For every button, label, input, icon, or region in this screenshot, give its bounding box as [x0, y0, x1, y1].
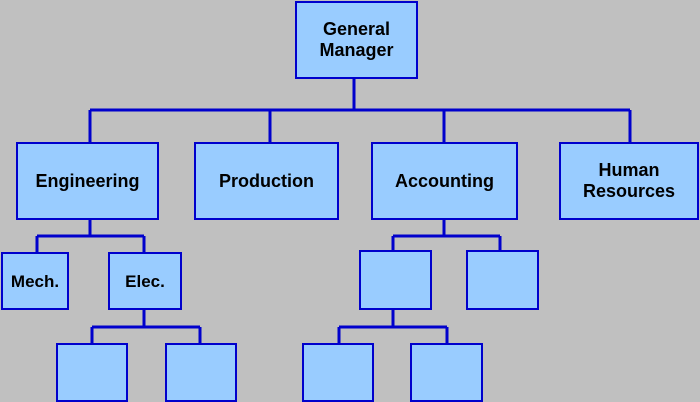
- node-accounting-sub-1: [302, 343, 374, 402]
- node-human-resources-line1: Human: [598, 160, 660, 180]
- node-general-manager-line2: Manager: [319, 40, 394, 60]
- node-elec-sub-2: [165, 343, 237, 402]
- node-human-resources-line2: Resources: [582, 181, 676, 201]
- node-accounting: Accounting: [371, 142, 518, 220]
- node-general-manager-line1: General: [322, 19, 391, 39]
- node-general-manager: General Manager: [295, 1, 418, 79]
- node-engineering: Engineering: [16, 142, 159, 220]
- node-elec: Elec.: [108, 252, 182, 310]
- node-accounting-unit-1: [359, 250, 432, 310]
- node-production: Production: [194, 142, 339, 220]
- node-production-label: Production: [219, 170, 314, 191]
- node-elec-sub-1: [56, 343, 128, 402]
- node-accounting-sub-2: [410, 343, 483, 402]
- node-human-resources: Human Resources: [559, 142, 699, 220]
- node-elec-label: Elec.: [125, 271, 165, 291]
- node-accounting-label: Accounting: [395, 170, 494, 191]
- node-mech: Mech.: [1, 252, 69, 310]
- node-accounting-unit-2: [466, 250, 539, 310]
- node-mech-label: Mech.: [10, 271, 60, 291]
- node-engineering-label: Engineering: [35, 170, 140, 191]
